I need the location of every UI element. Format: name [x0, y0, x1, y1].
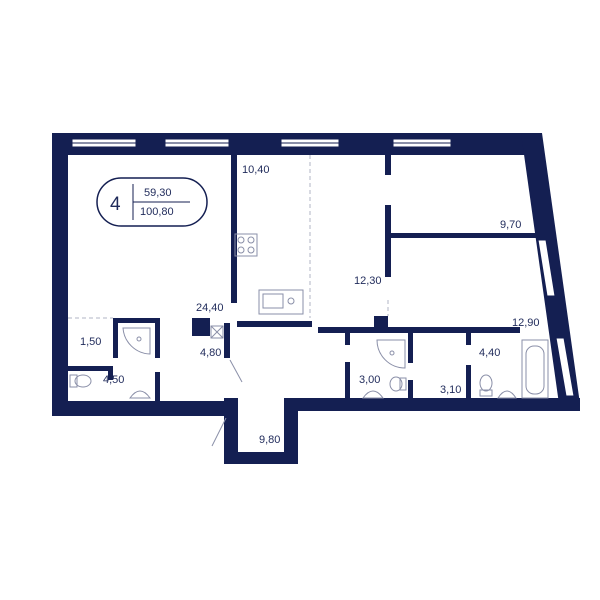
apartment-badge: 4 59,30 100,80 — [96, 177, 208, 227]
washbasin-middle-icon — [362, 390, 384, 399]
washbasin-right-icon — [497, 390, 517, 399]
area-label-living-room: 24,40 — [196, 302, 224, 314]
area-label-kitchen: 10,40 — [242, 164, 270, 176]
area-label-bathroom-right: 4,40 — [479, 347, 500, 359]
total-area: 100,80 — [140, 206, 174, 218]
outer-walls — [52, 133, 580, 464]
area-label-corridor: 3,10 — [440, 384, 461, 396]
room-labels: 24,40 10,40 12,30 9,70 12,90 1,50 4,50 4… — [80, 164, 540, 446]
area-label-bedroom-top-right: 9,70 — [500, 219, 521, 231]
shower-middle-icon — [376, 339, 406, 369]
kitchen-sink-icon — [258, 289, 304, 315]
area-label-bathroom-middle: 3,00 — [359, 374, 380, 386]
area-label-entrance-hall: 9,80 — [259, 434, 280, 446]
area-label-hall-small: 4,80 — [200, 347, 221, 359]
living-area: 59,30 — [144, 187, 172, 199]
doors — [211, 359, 243, 447]
area-label-toilet-left: 4,50 — [103, 374, 124, 386]
area-label-shower-room: 1,50 — [80, 336, 101, 348]
area-label-bedroom-right: 12,90 — [512, 317, 540, 329]
toilet-icon — [69, 374, 92, 388]
bathtub-icon — [521, 339, 549, 399]
washbasin-icon — [129, 390, 151, 399]
fixtures — [69, 233, 549, 399]
windows — [71, 138, 575, 397]
vent-icon — [210, 325, 224, 339]
toilet-middle-icon — [389, 376, 407, 392]
shower-icon — [122, 327, 151, 355]
dashed-divisions — [68, 155, 389, 319]
area-label-bedroom-middle: 12,30 — [354, 275, 382, 287]
room-count: 4 — [110, 194, 121, 215]
interior-walls — [68, 155, 542, 402]
stove-icon — [234, 233, 258, 257]
toilet-right-icon — [479, 374, 493, 397]
